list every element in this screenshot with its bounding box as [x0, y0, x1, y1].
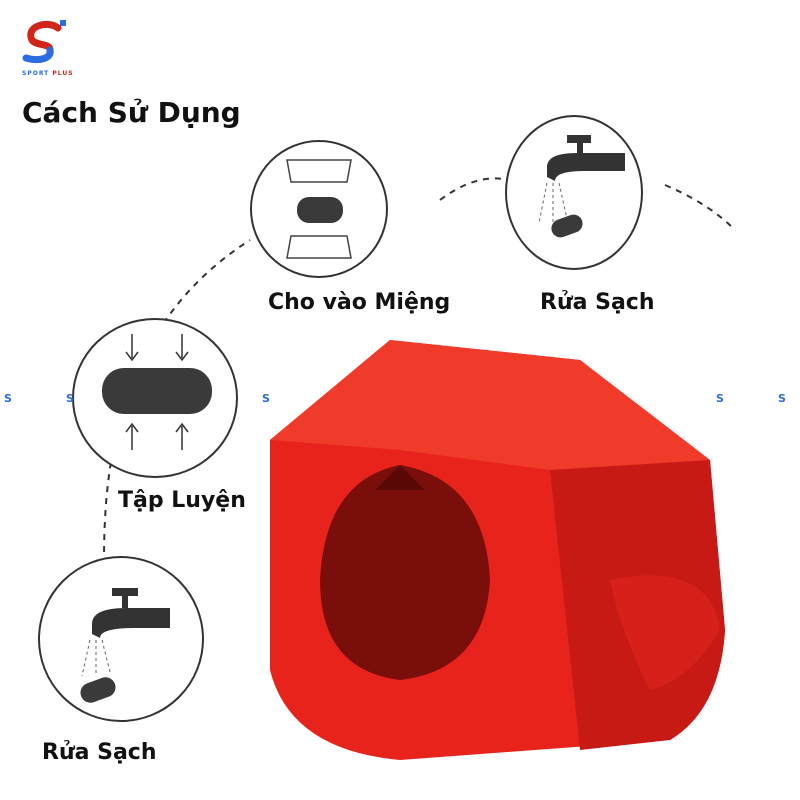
- step-circle-rinse-bottom: [38, 556, 204, 722]
- watermark-logo: S: [4, 392, 12, 405]
- faucet-icon: [80, 588, 170, 703]
- jaw-exerciser-product: [270, 340, 725, 760]
- faucet-icon: [538, 135, 625, 238]
- watermark-logo: S: [66, 392, 74, 405]
- brand-name: SPORT PLUS: [22, 70, 74, 77]
- step-label-rinse-bottom: Rửa Sạch: [42, 740, 157, 765]
- step-circle-train: [72, 318, 238, 478]
- brand-name-2: PLUS: [52, 70, 74, 77]
- watermark-logo: S: [778, 392, 786, 405]
- step-label-rinse-top: Rửa Sạch: [540, 290, 655, 315]
- step-label-mouth: Cho vào Miệng: [268, 290, 451, 315]
- sport-plus-logo: [20, 18, 70, 72]
- step-circle-rinse-top: [505, 115, 643, 270]
- page-title: Cách Sử Dụng: [22, 96, 241, 129]
- press-icon: [102, 334, 212, 450]
- watermark-logo: S: [716, 392, 724, 405]
- step-circle-mouth: [250, 140, 388, 278]
- watermark-logo: S: [262, 392, 270, 405]
- step-label-train: Tập Luyện: [118, 488, 246, 513]
- brand-name-1: SPORT: [22, 70, 50, 77]
- teeth-icon: [286, 159, 352, 259]
